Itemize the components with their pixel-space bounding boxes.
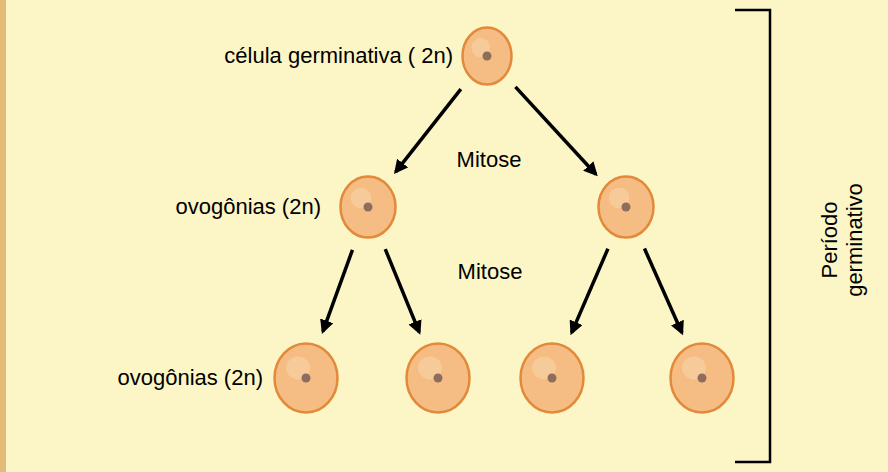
cell-shape bbox=[339, 175, 397, 239]
arrow bbox=[644, 249, 681, 333]
cell-shape bbox=[669, 342, 735, 414]
cell-label: ovogônias (2n) bbox=[175, 194, 321, 219]
cell-shape bbox=[461, 26, 513, 86]
cell: ovogônias (2n) bbox=[273, 342, 339, 414]
process-label: Mitose bbox=[458, 259, 523, 284]
cell bbox=[597, 175, 655, 239]
cell: célula germinativa ( 2n) bbox=[461, 26, 513, 86]
arrow bbox=[396, 89, 461, 172]
cell-nucleus bbox=[548, 374, 557, 383]
cell-membrane bbox=[407, 344, 470, 413]
arrow bbox=[572, 249, 608, 333]
cell-nucleus bbox=[364, 203, 373, 212]
arrow bbox=[385, 249, 419, 332]
process-label: Mitose bbox=[457, 147, 522, 172]
cell-label: ovogônias (2n) bbox=[117, 365, 263, 390]
edge-strip bbox=[0, 0, 6, 472]
cell bbox=[519, 342, 585, 414]
cell-membrane bbox=[599, 177, 654, 238]
bracket bbox=[735, 10, 770, 462]
cell bbox=[669, 342, 735, 414]
cell-shape bbox=[519, 342, 585, 414]
cell-nucleus bbox=[302, 374, 311, 383]
cell-nucleus bbox=[434, 374, 443, 383]
cell-membrane bbox=[671, 344, 734, 413]
arrow bbox=[323, 250, 353, 331]
cell bbox=[405, 342, 471, 414]
cell-label: célula germinativa ( 2n) bbox=[224, 43, 453, 68]
cell-shape bbox=[405, 342, 471, 414]
cell-membrane bbox=[521, 344, 584, 413]
cell-nucleus bbox=[483, 52, 492, 61]
cell-membrane bbox=[341, 177, 396, 238]
cell-membrane bbox=[463, 28, 512, 85]
bracket-label: Período germinativo bbox=[817, 170, 868, 310]
cell-shape bbox=[273, 342, 339, 414]
cell-nucleus bbox=[698, 374, 707, 383]
cell-nucleus bbox=[622, 203, 631, 212]
cell-membrane bbox=[275, 344, 338, 413]
cell-shape bbox=[597, 175, 655, 239]
arrow bbox=[515, 87, 595, 174]
cell: ovogônias (2n) bbox=[339, 175, 397, 239]
